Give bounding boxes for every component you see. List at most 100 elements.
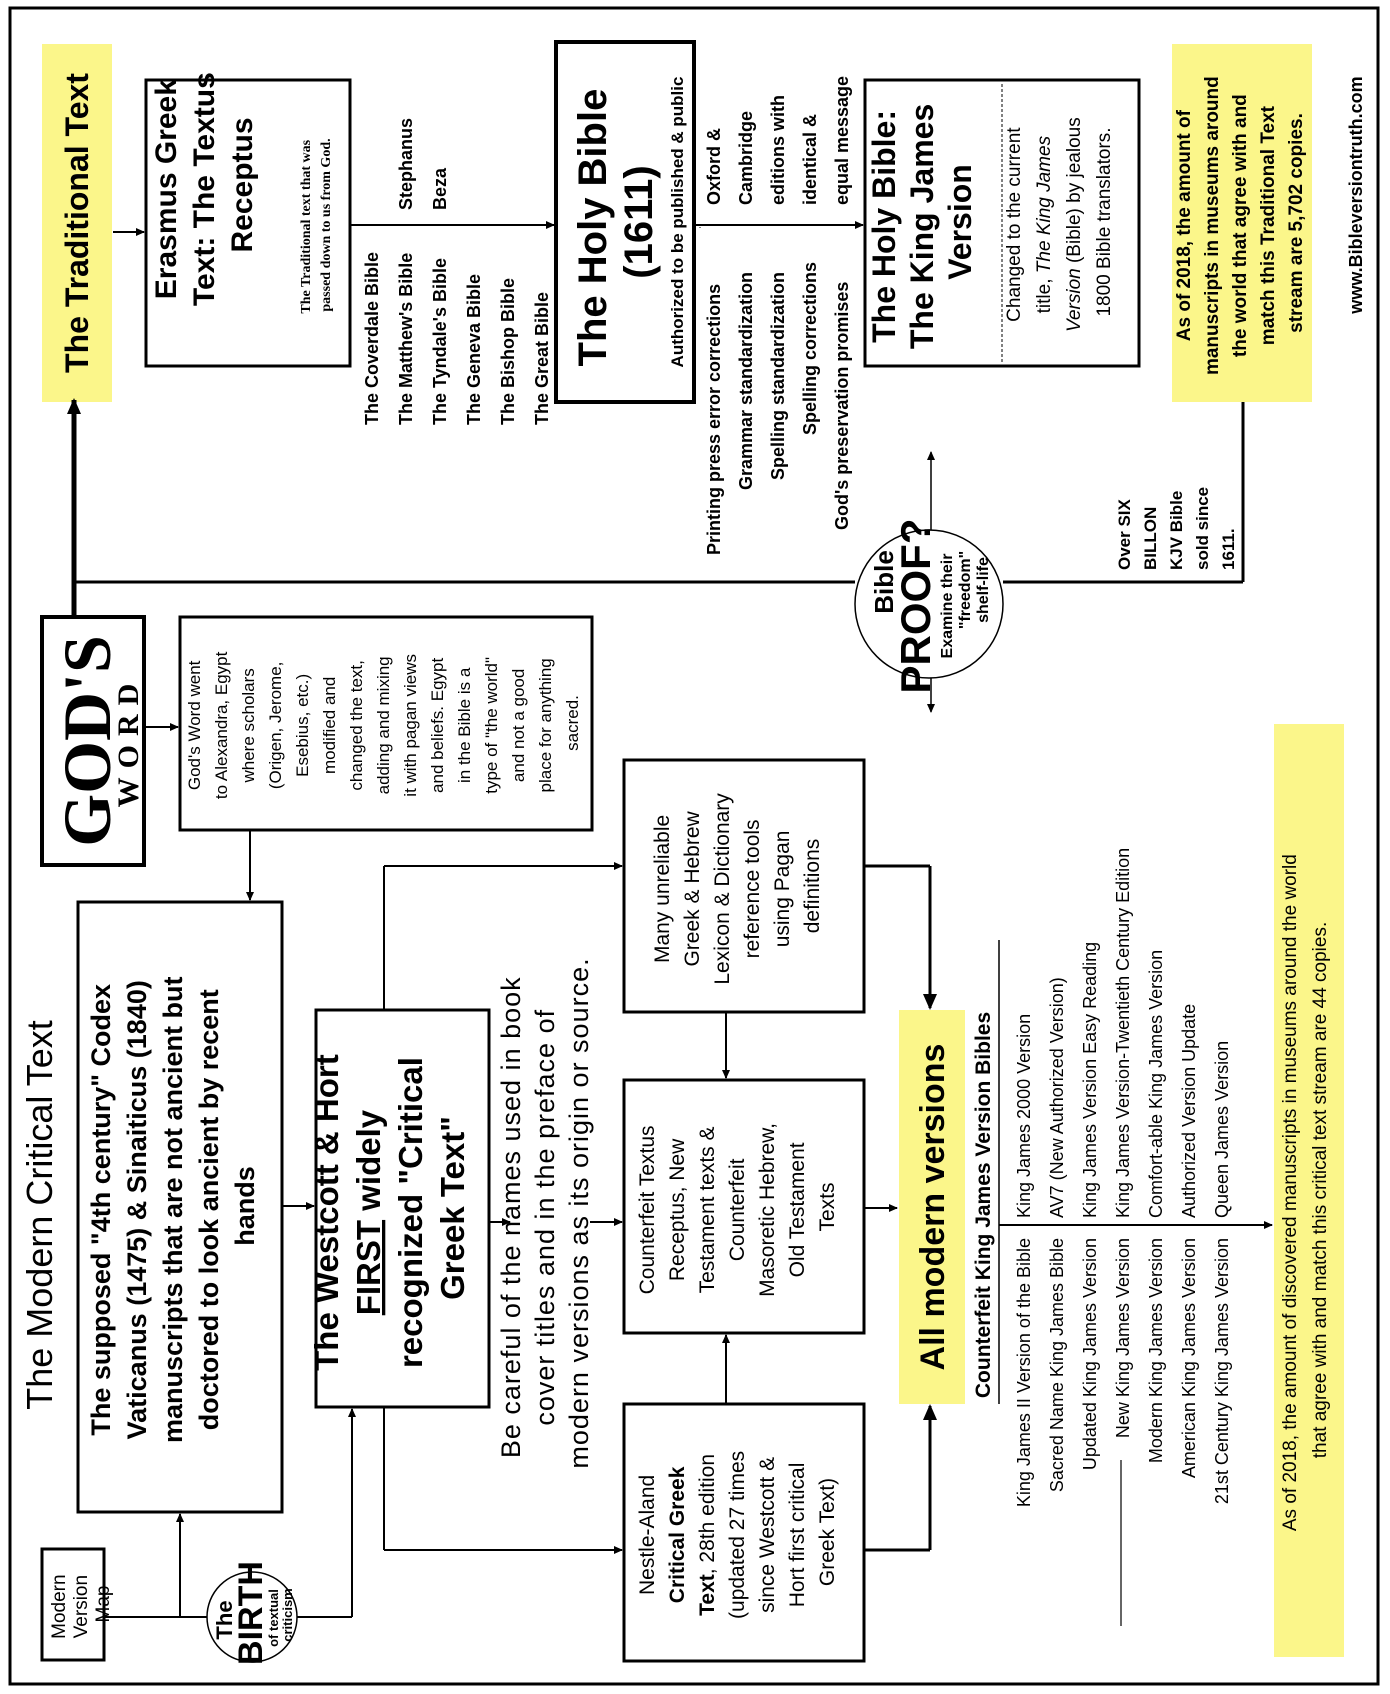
list-item: The Bishop Bible [498,278,518,425]
list-item: American King James Version [1179,1238,1199,1478]
list-item: God's preservation promises [832,282,852,530]
holy-bible-1611-title: The Holy Bible (1611) [571,78,661,367]
connector-lines [67,221,1273,1618]
counterfeit-kjv-list-right: King James 2000 Version AV7 (New Authori… [1014,848,1232,1218]
bible-proof-text: Bible PROOF? Examine their "freedom" she… [869,519,992,694]
all-modern-highlight [899,1010,965,1404]
critical-stat-highlight [1274,724,1344,1657]
kjv-sold-line: BILLON [1141,507,1160,570]
erasmus-box [144,78,352,368]
birth-the: The [212,1600,237,1639]
scholar-beza: Beza [430,167,450,210]
egypt-text: God's Word went to Alexandra, Egypt wher… [185,647,582,799]
list-item: King James II Version of the Bible [1014,1238,1034,1507]
list-item: Updated King James Version [1080,1238,1100,1470]
list-item: identical & [800,114,820,205]
list-item: AV7 (New Authorized Version) [1047,977,1067,1218]
list-item: The Coverdale Bible [362,252,382,425]
list-item: Grammar standardization [736,272,756,490]
westcott-hort-first: FIRST [350,1220,387,1315]
kjv-note-line2-italic: The King James [1034,135,1055,273]
list-item: Authorized Version Update [1179,1004,1199,1218]
corrections-list: Printing press error corrections Grammar… [704,262,852,555]
website-url: www.Bibleversiontruth.com [1346,76,1366,314]
kjv-sold-line: KJV Bible [1167,491,1186,570]
bible-proof-circle [854,529,1004,679]
kjv-box [863,78,1141,368]
oxford-cambridge-list: Oxford & Cambridge editions with identic… [704,76,852,205]
list-item: Printing press error corrections [704,284,724,555]
lexicon-box [622,758,866,1014]
bible-proof-line1: Bible [869,550,899,614]
counterfeit-kjv-title: Counterfeit King James Version Bibles [972,1012,995,1398]
kjv-sold-note: Over SIX BILLON KJV Bible sold since 161… [1115,487,1238,570]
gods-word-box [40,615,146,867]
kjv-note-line2: title, [1034,273,1055,313]
list-item: editions with [768,95,788,205]
bible-proof-line4: "freedom" [957,551,974,629]
early-bibles-list: The Coverdale Bible The Matthew's Bible … [362,118,552,425]
nestle-aland-text: Nestle-Aland Critical Greek Text, 28th e… [636,1445,839,1619]
list-item: Spelling standardization [768,272,788,480]
map-label: Modern Version Map [49,1569,114,1639]
erasmus-note: The Traditional text that was passed dow… [299,136,334,313]
nestle-aland-box [622,1402,866,1663]
holy-bible-1611-subtitle: Authorized to be published & public [668,77,687,368]
counterfeit-texts-box [622,1078,866,1335]
list-item: New King James Version [1113,1238,1133,1438]
westcott-hort-widely: widely [350,1109,387,1220]
list-item: Sacred Name King James Bible [1047,1238,1067,1492]
kjv-title: The Holy Bible: The King James Version [866,95,978,349]
critical-stat: As of 2018, the amount of discovered man… [1280,849,1331,1531]
birth-text: The BIRTH of textual criticism [212,1561,295,1665]
bible-proof-line2: PROOF? [892,519,939,694]
list-item: 21st Century King James Version [1212,1238,1232,1504]
modern-critical-title: The Modern Critical Text [19,1020,60,1409]
nestle-text-bold: Text [696,1574,719,1616]
birth-of: of textual [266,1589,281,1647]
list-item: The Geneva Bible [464,274,484,425]
westcott-hort-text: The Westcott & Hort FIRST widely recogni… [308,1045,471,1371]
kjv-note-line3: (Bible) by jealous [1064,117,1085,268]
birth-criticism: criticism [280,1588,295,1641]
nestle-edition: , 28th edition [696,1454,719,1574]
lexicon-text: Many unreliable Greek & Hebrew Lexicon &… [651,787,824,984]
list-item: King James 2000 Version [1014,1014,1034,1218]
modern-version-map-box [40,1547,106,1662]
kjv-sold-line: Over SIX [1115,498,1134,570]
be-careful-note: Be careful of the names used in book cov… [496,957,594,1468]
list-item: equal message [832,76,852,205]
traditional-text-highlight [42,44,112,402]
counterfeit-texts-text: Counterfeit Textus Receptus, New Testame… [636,1117,839,1297]
egypt-box [178,615,594,832]
birth-big: BIRTH [232,1561,270,1665]
list-item: The Tyndale's Bible [430,258,450,425]
list-item: King James Version Easy Reading [1080,942,1100,1218]
outer-frame [8,6,1380,1686]
holy-bible-1611-box [554,40,696,404]
traditional-stat: As of 2018, the amount of manuscripts in… [1174,71,1307,375]
list-item: Cambridge [736,111,756,205]
kjv-sold-line: sold since [1193,487,1212,570]
codex-box [76,900,284,1514]
kjv-note: Changed to the current title, The King J… [1004,112,1115,332]
gods-word-small: WORD [112,675,145,808]
bible-proof-line5: shelf-life [975,557,992,623]
list-item: King James Version-Twentieth Century Edi… [1113,848,1133,1218]
list-item: Comfort-able King James Version [1146,950,1166,1218]
westcott-hort-box [314,1008,491,1409]
scholar-stephanus: Stephanus [396,118,416,210]
list-item: The Matthew's Bible [396,253,416,425]
list-item: The Great Bible [532,292,552,425]
bible-proof-line3: Examine their [939,554,956,659]
gods-word-big: GOD'S [49,635,125,847]
kjv-note-line3-italic: Version [1064,268,1085,332]
traditional-text-title: The Traditional Text [59,73,95,373]
kjv-sold-line: 1611. [1219,528,1238,570]
list-item: Queen James Version [1212,1041,1232,1218]
traditional-stat-highlight [1172,44,1312,402]
list-item: Spelling corrections [800,262,820,435]
list-item: Oxford & [704,128,724,205]
